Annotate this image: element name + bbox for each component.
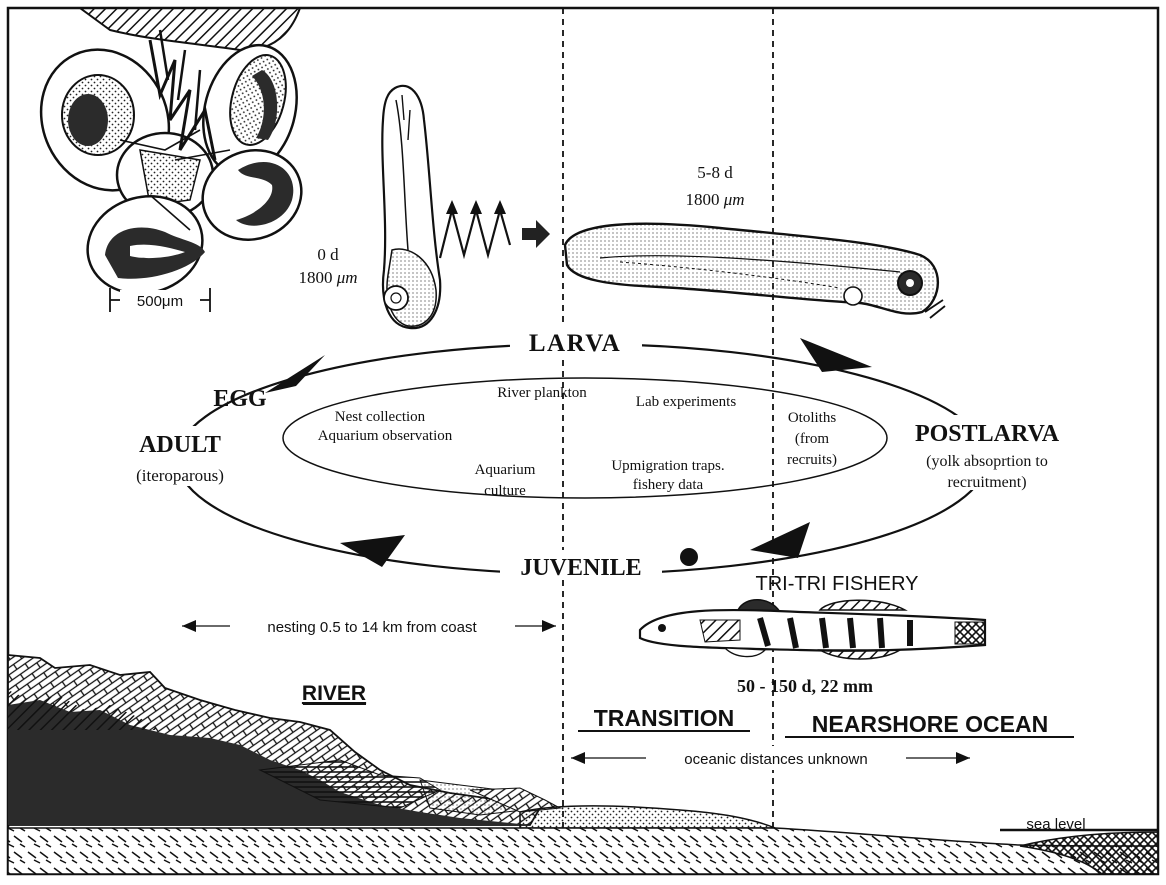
postlarva-note-line-1: (yolk absoprtion to [926,453,1048,470]
hatchling-illustration [382,86,440,328]
zone-nearshore-label: NEARSHORE OCEAN [812,711,1048,737]
stage-egg-label: EGG [213,386,267,412]
method-upmigration-traps: Upmigration traps. [611,458,724,474]
method-aquarium-culture-line-2: culture [484,483,526,499]
hatch-size-label: 1800 μm [298,268,357,287]
nesting-distance-label: nesting 0.5 to 14 km from coast [267,619,477,636]
method-aquarium-culture-line-1: Aquarium [475,462,536,478]
recruitment-dot-icon [680,548,698,566]
larva-age-label: 5-8 d [697,163,733,182]
method-otoliths-line-1: Otoliths [788,410,837,426]
oceanic-distance-label: oceanic distances unknown [684,751,867,768]
juvenile-fish-illustration [640,600,985,659]
fishery-title: TRI-TRI FISHERY [756,573,919,595]
egg-cluster-illustration [18,8,314,306]
stage-adult-label: ADULT [139,432,221,458]
zone-transition-label: TRANSITION [594,705,735,731]
fishery-size-label: 50 - 150 d, 22 mm [737,676,873,696]
hatch-age-label: 0 d [317,245,339,264]
method-aquarium-observation: Aquarium observation [318,428,453,444]
right-block-arrow-icon [522,220,550,248]
larva-size-label: 1800 μm [685,190,744,209]
cycle-arrow-juvenile-icon [750,522,810,558]
cycle-arrow-egg-icon [265,355,325,393]
scale-bar: 500μm [110,288,210,312]
zone-river-label: RIVER [302,682,366,705]
zone-labels: RIVER TRANSITION NEARSHORE OCEAN [302,682,1074,737]
method-lab-experiments: Lab experiments [636,394,737,410]
scale-bar-label: 500μm [137,293,183,310]
method-nest-collection: Nest collection [335,409,426,425]
method-otoliths-line-3: recruits) [787,452,837,468]
stage-larva-label: LARVA [529,330,621,357]
cycle-arrow-postlarva-icon [800,338,872,372]
life-cycle-loop [177,338,987,574]
method-fishery-data: fishery data [633,477,704,493]
research-methods: Nest collection Aquarium observation Riv… [318,385,837,499]
stage-postlarva-label: POSTLARVA [915,421,1060,447]
method-river-plankton: River plankton [497,385,587,401]
development-arrows [440,200,550,258]
oceanic-distance-arrow: oceanic distances unknown [571,746,970,770]
sea-level-label: sea level [1026,816,1085,833]
adult-note: (iteroparous) [136,466,224,485]
larva-illustration [565,224,945,318]
postlarva-note-line-2: recruitment) [947,474,1026,491]
cycle-arrow-adult-icon [340,535,405,567]
landscape-cross-section [8,655,1158,874]
stage-juvenile-label: JUVENILE [520,555,641,581]
nesting-distance-arrow: nesting 0.5 to 14 km from coast [182,614,556,638]
method-otoliths-line-2: (from [795,431,829,447]
